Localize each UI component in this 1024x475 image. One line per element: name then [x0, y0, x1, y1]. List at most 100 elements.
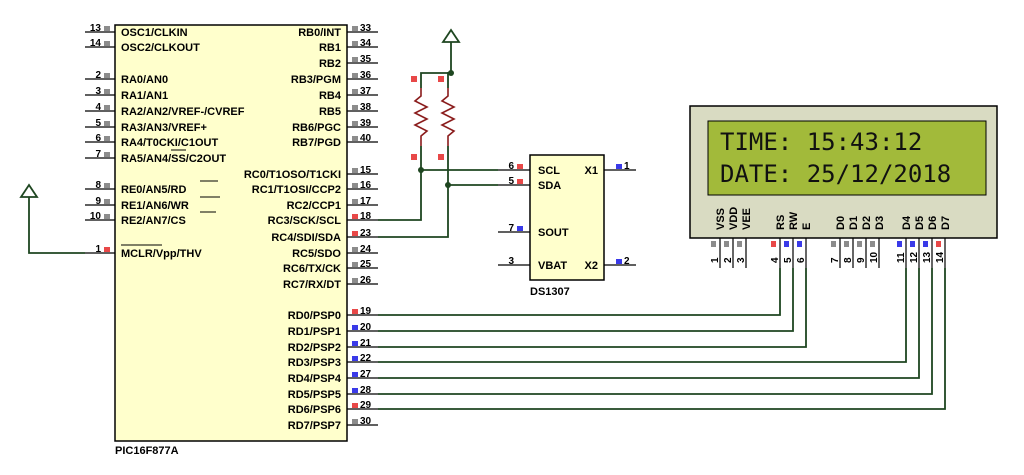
- pin-marker[interactable]: [104, 105, 110, 110]
- pin-marker[interactable]: [104, 73, 110, 78]
- pullup-resistor-sda[interactable]: [438, 76, 456, 160]
- pin-number: 17: [360, 196, 372, 207]
- wire[interactable]: [378, 146, 449, 238]
- pullup-resistor-scl[interactable]: [411, 76, 429, 160]
- wire[interactable]: [378, 268, 794, 332]
- pin-number: 14: [90, 38, 102, 49]
- pin-marker[interactable]: [352, 136, 358, 141]
- pin-marker[interactable]: [936, 241, 941, 247]
- pin-marker[interactable]: [352, 341, 358, 346]
- pin-number: 4: [95, 102, 101, 113]
- pin-label: RA4/T0CKI/C1OUT: [121, 137, 218, 149]
- pin-marker[interactable]: [352, 388, 358, 393]
- pin-marker[interactable]: [104, 121, 110, 126]
- wire[interactable]: [378, 268, 920, 379]
- wire[interactable]: [378, 268, 946, 410]
- resistor-pin-bottom: [411, 154, 417, 160]
- pin-number: 7: [508, 223, 514, 234]
- pin-marker[interactable]: [352, 309, 358, 314]
- pin-label: RD7/PSP7: [288, 420, 341, 432]
- pin-label: D2: [861, 216, 873, 230]
- pin-label: RC6/TX/CK: [283, 263, 341, 275]
- pin-number: 27: [360, 369, 372, 380]
- pin-marker[interactable]: [104, 41, 110, 46]
- pin-marker[interactable]: [711, 241, 716, 247]
- pin-marker[interactable]: [784, 241, 789, 247]
- pin-marker[interactable]: [352, 325, 358, 330]
- pin-label: RB2: [319, 58, 341, 70]
- pin-label: RD5/PSP5: [288, 389, 341, 401]
- wire[interactable]: [378, 268, 933, 395]
- pin-marker[interactable]: [737, 241, 742, 247]
- pin-marker[interactable]: [104, 26, 110, 31]
- pin-number: 16: [360, 180, 372, 191]
- rtc-body: [529, 154, 605, 281]
- wire[interactable]: [28, 197, 85, 254]
- pin-marker[interactable]: [352, 89, 358, 94]
- pin-number: 23: [360, 228, 372, 239]
- pin-marker[interactable]: [910, 241, 915, 247]
- pin-marker[interactable]: [352, 262, 358, 267]
- pin-marker[interactable]: [352, 356, 358, 361]
- pin-number: 14: [935, 251, 946, 263]
- pin-marker[interactable]: [352, 41, 358, 46]
- pin-marker[interactable]: [104, 247, 110, 252]
- power-terminal-top[interactable]: [441, 28, 461, 43]
- pin-marker[interactable]: [870, 241, 875, 247]
- pin-marker[interactable]: [352, 183, 358, 188]
- pin-marker[interactable]: [104, 152, 110, 157]
- pin-label: RD3/PSP3: [288, 357, 341, 369]
- lcd-module[interactable]: TIME: 15:43:12 DATE: 25/12/2018 1VSS2VDD…: [689, 105, 998, 268]
- pin-marker[interactable]: [831, 241, 836, 247]
- pin-marker[interactable]: [104, 214, 110, 219]
- pin-marker[interactable]: [352, 372, 358, 377]
- pin-marker[interactable]: [724, 241, 729, 247]
- pin-marker[interactable]: [104, 183, 110, 188]
- pin-marker[interactable]: [104, 136, 110, 141]
- pin-label: RD6/PSP6: [288, 404, 341, 416]
- pin-marker[interactable]: [897, 241, 902, 247]
- pin-marker[interactable]: [352, 57, 358, 62]
- pin-label: RB0/INT: [298, 27, 341, 39]
- pin-number: 30: [360, 416, 372, 427]
- pin-marker[interactable]: [352, 105, 358, 110]
- pin-label: RW: [788, 211, 800, 230]
- pin-number: 40: [360, 133, 372, 144]
- pin-marker[interactable]: [844, 241, 849, 247]
- pin-marker[interactable]: [616, 164, 622, 169]
- pin-marker[interactable]: [517, 164, 523, 169]
- pin-marker[interactable]: [352, 168, 358, 173]
- pin-marker[interactable]: [797, 241, 802, 247]
- pin-marker[interactable]: [517, 179, 523, 184]
- pin-marker[interactable]: [352, 419, 358, 424]
- pin-marker[interactable]: [616, 259, 622, 264]
- pin-marker[interactable]: [352, 26, 358, 31]
- pin-marker[interactable]: [352, 73, 358, 78]
- pin-marker[interactable]: [352, 199, 358, 204]
- pin-marker[interactable]: [352, 247, 358, 252]
- wire[interactable]: [378, 268, 807, 348]
- wire[interactable]: [420, 42, 452, 88]
- pin-marker[interactable]: [352, 403, 358, 408]
- pin-label: MCLR/Vpp/THV: [121, 248, 202, 260]
- pin-marker[interactable]: [771, 241, 776, 247]
- pin-marker[interactable]: [104, 89, 110, 94]
- pin-marker[interactable]: [857, 241, 862, 247]
- pin-marker[interactable]: [104, 199, 110, 204]
- power-terminal-left[interactable]: [19, 183, 39, 198]
- pin-marker[interactable]: [517, 226, 523, 231]
- pin-number: 9: [856, 257, 867, 263]
- pin-number: 29: [360, 400, 372, 411]
- pin-label: RB5: [319, 106, 341, 118]
- wire[interactable]: [378, 268, 781, 316]
- pin-number: 6: [95, 133, 101, 144]
- pin-marker[interactable]: [352, 214, 358, 219]
- pin-label: D6: [927, 216, 939, 230]
- pin-marker[interactable]: [923, 241, 928, 247]
- pin-marker[interactable]: [352, 231, 358, 236]
- wire[interactable]: [378, 268, 907, 363]
- pin-marker[interactable]: [352, 278, 358, 283]
- pin-marker[interactable]: [352, 121, 358, 126]
